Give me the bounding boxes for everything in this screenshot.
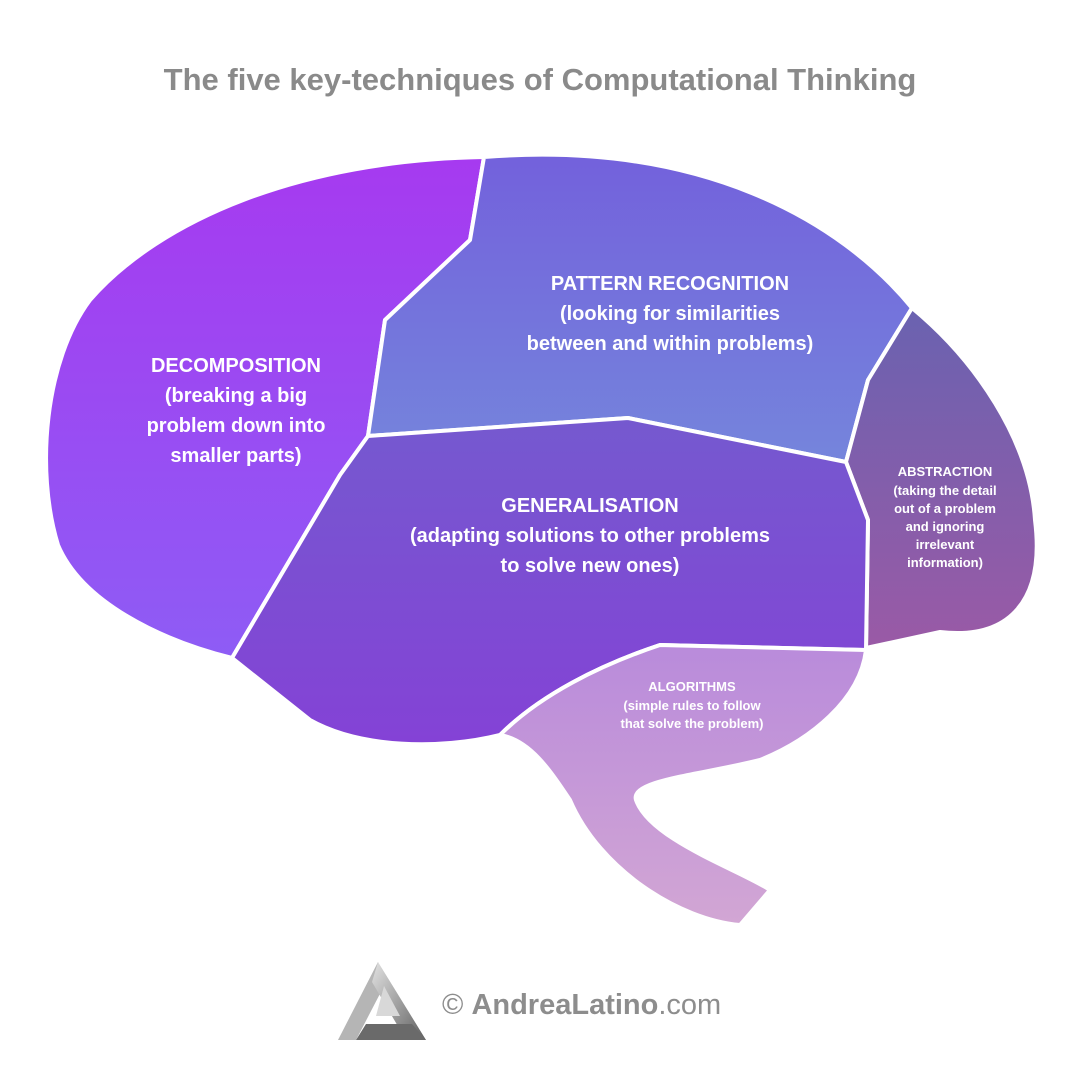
algorithms-region: [498, 643, 868, 927]
decomposition-line-2: problem down into: [147, 415, 326, 437]
algorithms-line-2: that solve the problem): [620, 716, 763, 731]
decomposition-line-3: smaller parts): [170, 445, 301, 467]
abstraction-line-2: out of a problem: [894, 501, 996, 516]
abstraction-region: [844, 306, 1039, 650]
algorithms-label: ALGORITHMS (simple rules to follow that …: [620, 679, 763, 731]
triangle-logo-icon: [338, 962, 426, 1040]
generalisation-heading: GENERALISATION: [501, 495, 678, 517]
abstraction-heading: ABSTRACTION: [898, 464, 993, 479]
pattern-recognition-heading: PATTERN RECOGNITION: [551, 273, 789, 295]
decomposition-label: DECOMPOSITION (breaking a big problem do…: [147, 355, 326, 467]
brand-link[interactable]: © AndreaLatino.com: [442, 989, 721, 1021]
pattern-recognition-line-1: (looking for similarities: [560, 303, 780, 325]
decomposition-line-1: (breaking a big: [165, 385, 307, 407]
algorithms-line-1: (simple rules to follow: [623, 698, 761, 713]
pattern-recognition-line-2: between and within problems): [527, 333, 814, 355]
generalisation-line-1: (adapting solutions to other problems: [410, 525, 770, 547]
brand-name: AndreaLatino: [471, 989, 658, 1021]
pattern-recognition-label: PATTERN RECOGNITION (looking for similar…: [527, 273, 814, 355]
decomposition-heading: DECOMPOSITION: [151, 355, 321, 377]
brand-suffix: .com: [658, 989, 721, 1021]
decomposition-region: [44, 155, 486, 660]
abstraction-line-4: irrelevant: [916, 537, 975, 552]
generalisation-label: GENERALISATION (adapting solutions to ot…: [410, 495, 770, 577]
abstraction-line-5: information): [907, 555, 983, 570]
abstraction-line-1: (taking the detail: [893, 483, 996, 498]
copyright-symbol: ©: [442, 989, 471, 1021]
abstraction-label: ABSTRACTION (taking the detail out of a …: [893, 464, 996, 570]
abstraction-line-3: and ignoring: [906, 519, 985, 534]
algorithms-heading: ALGORITHMS: [648, 679, 736, 694]
page-title: The five key-techniques of Computational…: [164, 62, 917, 97]
generalisation-line-2: to solve new ones): [501, 555, 680, 577]
